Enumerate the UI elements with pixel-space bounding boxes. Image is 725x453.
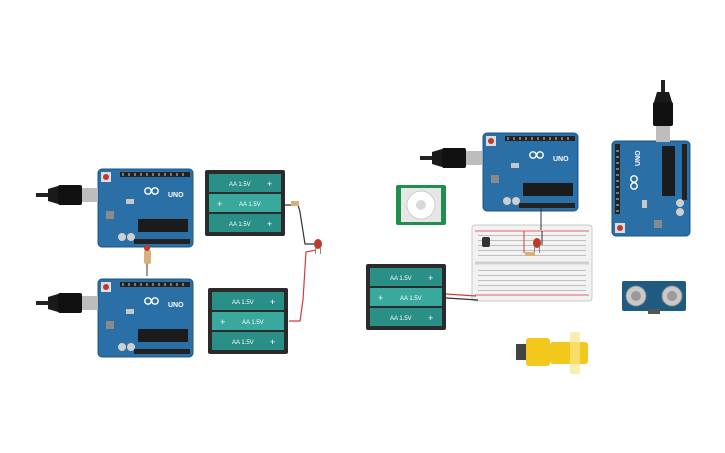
battery-plus: +: [217, 199, 222, 209]
battery-cell-label: AA 1.5V: [390, 316, 412, 322]
dc-motor-icon[interactable]: [516, 332, 588, 374]
usb-connector-icon[interactable]: [653, 80, 673, 142]
led-icon[interactable]: [314, 239, 322, 254]
breadboard-icon[interactable]: [471, 224, 593, 302]
battery-plus: +: [378, 293, 383, 303]
battery-cell-label: AA 1.5V: [242, 320, 264, 326]
battery-plus: +: [267, 219, 272, 229]
arduino-board-icon[interactable]: UNO: [611, 140, 691, 237]
battery-plus: +: [270, 297, 275, 307]
battery-pack-icon[interactable]: AA 1.5V AA 1.5V AA 1.5V + + +: [366, 264, 446, 330]
battery-cell-label: AA 1.5V: [232, 340, 254, 346]
battery-cell-label: AA 1.5V: [229, 222, 251, 228]
battery-cell-label: AA 1.5V: [239, 202, 261, 208]
battery-pack-icon[interactable]: AA 1.5V AA 1.5V AA 1.5V + + +: [205, 170, 285, 236]
wire-icon[interactable]: [445, 208, 542, 301]
usb-connector-icon[interactable]: [36, 185, 98, 205]
battery-cell-label: AA 1.5V: [229, 182, 251, 188]
battery-plus: +: [428, 313, 433, 323]
left-circuit: UNO UNO AA 1.5V AA 1.5V AA 1.5V + + +: [36, 168, 322, 358]
resistor-icon[interactable]: [525, 252, 535, 256]
arduino-brand-label: UNO: [635, 150, 642, 166]
battery-plus: +: [267, 179, 272, 189]
battery-cell-label: AA 1.5V: [232, 300, 254, 306]
arduino-board-icon[interactable]: UNO: [97, 278, 194, 358]
battery-plus: +: [270, 337, 275, 347]
usb-connector-icon[interactable]: [36, 293, 98, 313]
arduino-brand-label: UNO: [168, 302, 184, 309]
arduino-board-icon[interactable]: UNO: [482, 132, 579, 212]
pir-sensor-icon[interactable]: [396, 185, 446, 225]
resistor-icon[interactable]: [144, 245, 151, 276]
arduino-brand-label: UNO: [168, 192, 184, 199]
wire-icon[interactable]: [285, 201, 317, 322]
battery-plus: +: [220, 317, 225, 327]
right-circuit: UNO UNO: [366, 80, 691, 374]
ultrasonic-sensor-icon[interactable]: [622, 281, 686, 314]
arduino-brand-label: UNO: [553, 156, 569, 163]
arduino-board-icon[interactable]: UNO: [97, 168, 194, 248]
battery-plus: +: [428, 273, 433, 283]
usb-connector-icon[interactable]: [420, 148, 482, 168]
battery-cell-label: AA 1.5V: [400, 296, 422, 302]
battery-cell-label: AA 1.5V: [390, 276, 412, 282]
battery-pack-icon[interactable]: AA 1.5V AA 1.5V AA 1.5V + + +: [208, 288, 288, 354]
